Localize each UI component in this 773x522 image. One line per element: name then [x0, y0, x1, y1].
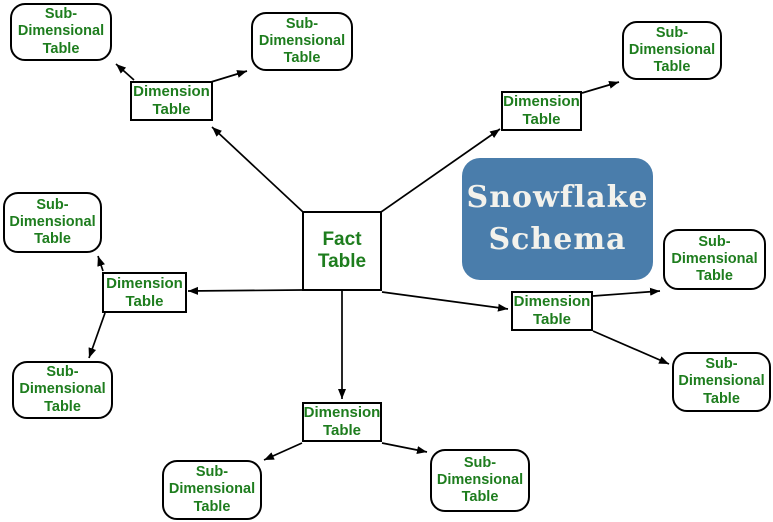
node-label-line: Fact: [322, 228, 362, 250]
node-label-line: Table: [193, 498, 231, 515]
node-label-line: Table: [125, 292, 164, 310]
edge-fact-to-dim-top-left: [211, 126, 304, 213]
node-label-line: Table: [653, 59, 691, 76]
node-label-line: Dimensional: [9, 213, 96, 230]
node-label-line: Dimensional: [168, 481, 256, 498]
edge-fact-to-dim-right: [381, 291, 509, 312]
node-label-line: Table: [283, 50, 321, 67]
node-label-line: Table: [152, 101, 191, 118]
node-label-line: Sub-: [655, 24, 689, 41]
sub-dimensional-table-top-right-node: Sub- Dimensional Table: [622, 21, 722, 80]
node-label-line: Dimension: [513, 293, 591, 311]
node-label-line: Table: [34, 231, 71, 248]
edge-dim-bottom-to-sub-bottom-right: [381, 442, 428, 454]
edge-dim-left-to-sub-left-lower: [88, 312, 106, 359]
node-label-line: Dimensional: [258, 32, 346, 49]
edge-dim-top-right-to-sub-top-right: [581, 81, 620, 94]
node-label-line: Table: [44, 398, 81, 415]
node-label-line: Dimensional: [628, 41, 716, 58]
node-label-line: Table: [317, 251, 367, 272]
sub-dimensional-table-bottom-left-node: Sub- Dimensional Table: [162, 460, 262, 520]
node-label-line: Dimensional: [678, 373, 765, 390]
edge-dim-top-left-to-sub-top-center: [210, 70, 248, 83]
diagram-title-badge: Snowflake Schema: [462, 158, 653, 280]
node-label-line: Dimension: [133, 83, 210, 101]
sub-dimensional-table-left-lower-node: Sub- Dimensional Table: [12, 361, 113, 419]
edge-fact-to-dim-left: [187, 286, 303, 295]
node-label-line: Sub-: [195, 464, 229, 481]
node-label-line: Table: [522, 111, 561, 128]
dimension-table-top-right-node: Dimension Table: [501, 91, 582, 131]
node-label-line: Sub-: [36, 196, 69, 213]
node-label-line: Sub-: [698, 233, 731, 250]
node-label-line: Sub-: [705, 356, 738, 373]
node-label-line: Table: [461, 489, 499, 506]
diagram-title-line: Snowflake: [466, 180, 649, 215]
node-label-line: Table: [703, 390, 740, 407]
edge-dim-left-to-sub-left-upper: [97, 255, 105, 272]
node-label-line: Dimension: [503, 93, 580, 111]
sub-dimensional-table-top-center-node: Sub- Dimensional Table: [251, 12, 353, 71]
sub-dimensional-table-right-lower-node: Sub- Dimensional Table: [672, 352, 771, 412]
node-label-line: Table: [532, 311, 572, 328]
node-label-line: Dimensional: [17, 23, 105, 40]
fact-table-node: Fact Table: [302, 211, 382, 291]
node-label-line: Table: [322, 422, 362, 439]
node-label-line: Dimension: [106, 274, 183, 292]
sub-dimensional-table-top-left-node: Sub- Dimensional Table: [10, 3, 112, 61]
node-label-line: Sub-: [463, 454, 497, 471]
sub-dimensional-table-left-upper-node: Sub- Dimensional Table: [3, 192, 102, 253]
node-label-line: Sub-: [44, 6, 78, 23]
node-label-line: Dimension: [303, 404, 381, 422]
edge-fact-to-dim-top-right: [380, 128, 501, 213]
node-label-line: Dimensional: [671, 250, 758, 267]
dimension-table-top-left-node: Dimension Table: [130, 81, 213, 121]
edge-dim-bottom-to-sub-bottom-left: [263, 442, 303, 461]
edge-dim-right-to-sub-right-upper: [592, 287, 661, 297]
diagram-title-line: Schema: [488, 222, 627, 257]
node-label-line: Dimensional: [436, 471, 524, 488]
node-label-line: Sub-: [46, 364, 79, 381]
edge-dim-top-left-to-sub-top-left: [115, 63, 135, 81]
node-label-line: Table: [42, 40, 80, 57]
sub-dimensional-table-right-upper-node: Sub- Dimensional Table: [663, 229, 766, 290]
dimension-table-left-node: Dimension Table: [102, 272, 187, 313]
node-label-line: Sub-: [285, 15, 319, 32]
node-label-line: Dimensional: [19, 381, 106, 398]
sub-dimensional-table-bottom-right-node: Sub- Dimensional Table: [430, 449, 530, 512]
dimension-table-bottom-node: Dimension Table: [302, 402, 382, 442]
edge-dim-right-to-sub-right-lower: [592, 330, 670, 365]
dimension-table-right-node: Dimension Table: [511, 291, 593, 331]
node-label-line: Table: [696, 268, 733, 285]
